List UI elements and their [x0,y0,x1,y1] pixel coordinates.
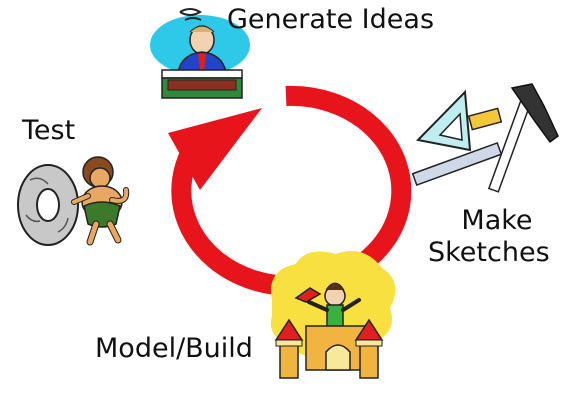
pen-nib-icon [510,83,559,144]
set-square-icon [415,89,472,152]
cycle-arrow-head [168,108,262,190]
ruler-icon [411,142,503,186]
drafting-tools-illustration [411,83,559,193]
step-label-model-build: Model/Build [95,333,253,364]
toy-plane-icon [294,287,322,303]
desk-paper [161,69,243,79]
test-illustration [17,156,130,246]
caveman-face [89,167,111,189]
castle-tower-right [359,343,379,379]
step-label-test: Test [22,115,76,146]
thinking-swirl-icon [179,8,202,16]
step-label-generate-ideas: Generate Ideas [227,4,435,35]
caveman-fur [83,201,121,228]
castle-tower-left [279,343,299,379]
step-label-sketches: Sketches [428,237,550,268]
eraser-icon [467,107,503,131]
step-label-make: Make [461,205,533,236]
generate-ideas-illustration [150,8,250,99]
builder-shirt [326,304,344,328]
model-build-illustration [270,251,396,379]
